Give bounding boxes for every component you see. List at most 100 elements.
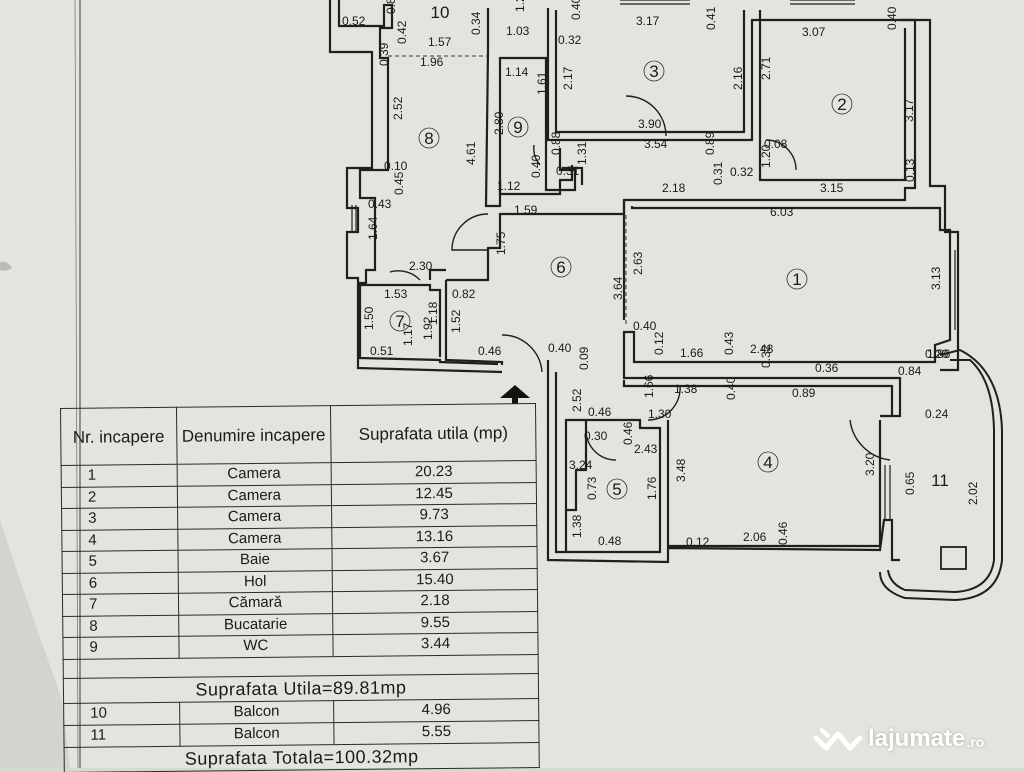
cell-name: Camera (176, 462, 332, 486)
dimension-label: 0.32 (730, 165, 754, 179)
dimension-label: 0.36 (815, 361, 839, 375)
cell-nr: 11 (63, 723, 180, 747)
dimension-label: 0.12 (652, 331, 666, 355)
dimension-label: 0.40 (885, 6, 899, 30)
dimension-label: 0.40 (633, 319, 657, 333)
cell-nr: 3 (61, 507, 178, 530)
cell-name: Hol (177, 570, 333, 594)
dimension-label: 1.53 (384, 287, 408, 301)
dimension-label: 0.13 (903, 158, 917, 182)
room-number-5: 5 (612, 480, 621, 499)
dimension-label: 1.17 (401, 322, 415, 346)
dimension-label: 3.20 (863, 452, 877, 476)
cell-nr: 10 (63, 701, 180, 725)
dimension-label: 1.31 (575, 141, 589, 165)
cell-name: Camera (177, 505, 332, 529)
lajumate-logo-icon (813, 728, 863, 751)
dimension-label: 0.24 (925, 407, 949, 421)
dimension-label: 2.80 (492, 111, 506, 135)
dimension-label: 1.76 (645, 476, 659, 500)
dashed-lines (388, 55, 627, 325)
cell-nr: 1 (61, 464, 177, 487)
logo-text: lajumate (868, 725, 966, 752)
dimension-label: 0.12 (686, 535, 710, 549)
dimension-label: 2.48 (750, 342, 774, 356)
cell-nr: 5 (62, 550, 178, 573)
cell-name: Baie (177, 548, 333, 572)
cell-name: Camera (176, 484, 332, 508)
dimension-label: 1.96 (420, 55, 444, 69)
dimension-label: 0.41 (704, 6, 718, 30)
cell-area: 2.18 (332, 589, 538, 614)
dimension-label: 0.46 (588, 405, 612, 419)
dimension-label: 0.46 (776, 521, 790, 545)
dimension-label: 3.24 (569, 458, 593, 472)
cell-area: 13.16 (331, 525, 537, 549)
dimension-label: 1.18 (426, 301, 440, 325)
dimension-label: 6.03 (770, 205, 794, 219)
dimension-label: 0.32 (558, 33, 582, 47)
dimension-label: 2.18 (662, 181, 686, 195)
sheet-border-line (74, 0, 79, 768)
room-number-2: 2 (837, 95, 846, 114)
room-number-11: 11 (931, 471, 949, 490)
dimension-label: 0.73 (585, 476, 599, 500)
dimension-label: 1.57 (428, 35, 452, 49)
dimension-label: 0.82 (452, 287, 476, 301)
dimension-label: 0.46 (621, 421, 635, 445)
dimension-label: 2.52 (570, 388, 584, 412)
room-number-6: 6 (556, 258, 565, 277)
dimension-label: 3.17 (902, 98, 916, 122)
col-header-name: Denumire incapere (176, 405, 332, 465)
room-number-4: 4 (763, 453, 772, 472)
balcony-11-outline (879, 348, 1003, 602)
cell-area: 3.67 (332, 546, 538, 571)
cell-name: Bucatarie (178, 613, 334, 637)
dimension-label: 1.30 (648, 407, 672, 421)
dimension-label: 0.85 (384, 0, 398, 14)
dimension-label: 2.30 (409, 259, 433, 273)
dimension-label: 0.31 (711, 161, 725, 185)
dimension-label: 2.06 (743, 530, 767, 544)
dimension-label: 1.38 (674, 382, 698, 396)
cell-name: WC (178, 634, 334, 658)
dimension-label: 2.71 (759, 56, 773, 80)
room-numbers: 1 2 3 4 5 6 7 8 9 10 11 (395, 3, 949, 499)
dimension-label: 0.48 (598, 534, 622, 548)
dimension-label: 2.63 (631, 251, 645, 275)
dimension-label: 0.45 (392, 171, 406, 195)
cell-area: 20.23 (331, 460, 537, 485)
dimension-label: 1.75 (494, 231, 508, 255)
cell-area: 4.96 (333, 698, 539, 723)
entrance-arrow-icon (500, 385, 530, 404)
dimension-label: 3.15 (820, 181, 844, 195)
cell-area: 9.55 (332, 611, 538, 635)
lajumate-logo[interactable]: lajumate.ro (812, 722, 984, 756)
dimension-label: 1.38 (570, 514, 584, 538)
dimension-label: 0.89 (792, 386, 816, 400)
dimension-label: 3.54 (644, 137, 668, 151)
dimension-label: 3.90 (638, 117, 662, 131)
cell-name: Balcon (179, 722, 335, 746)
dimension-label: 0.89 (703, 131, 717, 155)
dimension-label: 0.43 (368, 197, 392, 211)
dimension-label: 3.13 (929, 266, 943, 290)
room-area-table: Nr. incapere Denumire incapere Suprafata… (60, 403, 540, 772)
dimension-label: 0.10 (384, 159, 408, 173)
dimension-label: 0.40 (548, 341, 572, 355)
cell-area: 5.55 (333, 720, 540, 745)
dimension-label: 2.43 (634, 442, 658, 456)
door-swings (389, 95, 891, 461)
dimension-label: 0.52 (342, 14, 366, 28)
dimension-label: 1.14 (505, 65, 529, 79)
total-area-total: Suprafata Totala=100.32mp (64, 742, 540, 772)
dimension-label: 3.48 (674, 458, 688, 482)
dimension-label: 0.42 (395, 20, 409, 44)
cell-nr: 6 (62, 571, 179, 595)
dimension-label: 3.17 (636, 14, 660, 28)
table-header-row: Nr. incapere Denumire incapere Suprafata… (60, 403, 537, 466)
